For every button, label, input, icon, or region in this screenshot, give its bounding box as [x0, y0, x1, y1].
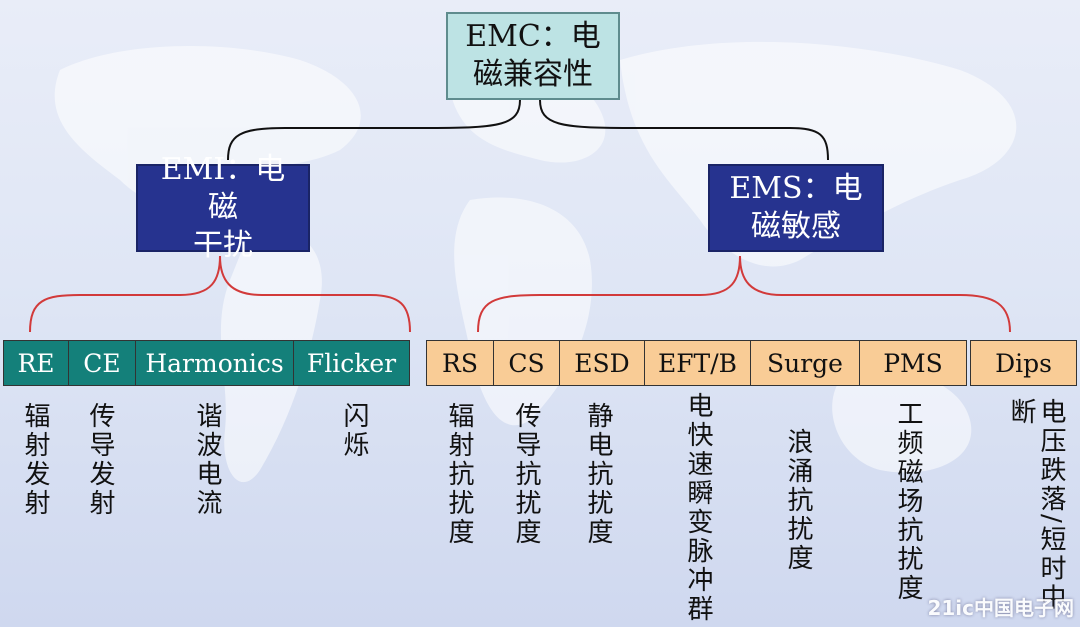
desc-cs: 传导抗扰度: [511, 402, 541, 547]
emi-to-children-connector: [29, 255, 411, 333]
emc-root-box: EMC：电 磁兼容性: [446, 12, 620, 100]
emi-box: EMI：电磁 干扰: [136, 152, 310, 263]
ems-to-children-connector: [477, 255, 1011, 333]
leaf-ce: CE: [68, 340, 136, 386]
desc-pms: 工频磁场抗扰度: [893, 400, 923, 603]
desc-eft-b: 电快速瞬变脉冲群: [683, 392, 713, 624]
emc-to-ems-connector: [539, 99, 829, 161]
leaf-rs: RS: [426, 340, 494, 386]
desc-re: 辐射发射: [20, 402, 50, 518]
emi-title-line1: EMI：电磁: [160, 152, 286, 225]
ems-title-line1: EMS：电: [729, 171, 863, 206]
emc-title-line2: 磁兼容性: [472, 57, 593, 92]
leaf-flicker: Flicker: [293, 340, 410, 386]
leaf-re: RE: [3, 340, 69, 386]
ems-box: EMS：电 磁敏感: [708, 164, 884, 252]
leaf-cs: CS: [493, 340, 560, 386]
desc-flicker: 闪烁: [339, 402, 369, 460]
leaf-pms: PMS: [859, 340, 967, 386]
desc-esd: 静电抗扰度: [583, 402, 613, 547]
leaf-surge: Surge: [750, 340, 860, 386]
emi-title-line2: 干扰: [193, 228, 253, 263]
emc-title-line1: EMC：电: [465, 19, 601, 54]
leaf-eft-b: EFT/B: [644, 340, 751, 386]
leaf-dips: Dips: [970, 340, 1077, 386]
emc-to-emi-connector: [227, 99, 521, 161]
leaf-harmonics: Harmonics: [135, 340, 294, 386]
site-watermark: 21ic中国电子网: [927, 596, 1074, 620]
ems-title-line2: 磁敏感: [750, 209, 841, 244]
desc-surge: 浪涌抗扰度: [783, 428, 813, 573]
desc-harmonics: 谐波电流: [192, 402, 222, 518]
desc-ce: 传导发射: [85, 402, 115, 518]
leaf-esd: ESD: [559, 340, 645, 386]
desc-rs: 辐射抗扰度: [444, 402, 474, 547]
desc-dips: 电压跌落/短时中断: [1006, 398, 1066, 613]
